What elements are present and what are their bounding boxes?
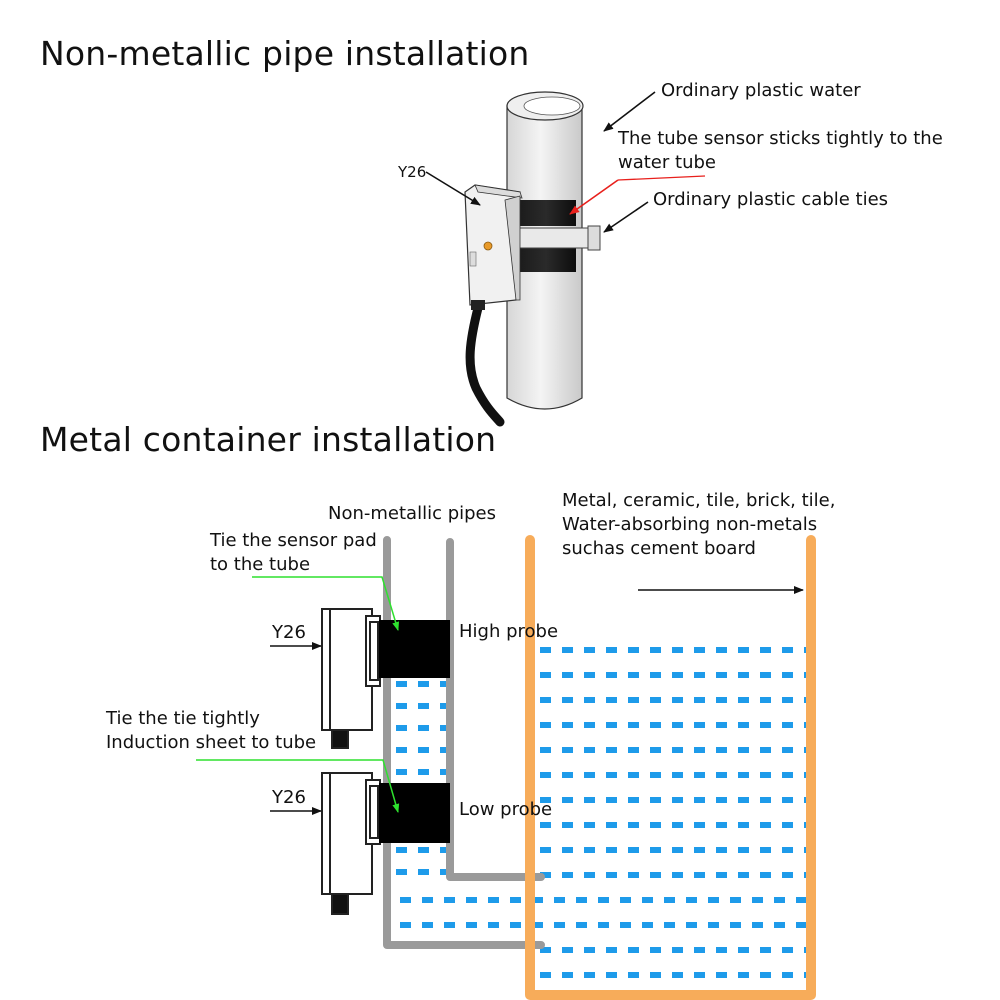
label-container-line3: suchas cement board (562, 538, 756, 559)
pointer-sensor-strip-arrow (569, 179, 619, 215)
indicator-led (483, 241, 493, 251)
label-container-line2: Water-absorbing non-metals (562, 514, 818, 535)
outer-pipe-wall (383, 536, 545, 949)
metal-container (525, 535, 816, 1000)
high-probe (379, 620, 450, 678)
pointer-pipe (603, 91, 656, 132)
label-pipes: Non-metallic pipes (328, 503, 497, 524)
label-container-line1: Metal, ceramic, tile, brick, tile, (562, 490, 836, 511)
sensor-low (321, 772, 381, 915)
label-pad-line1: Tie the sensor pad (210, 530, 377, 551)
pipe-illustration (464, 91, 601, 427)
non-metallic-pipes (383, 536, 545, 949)
water-dashes (396, 647, 808, 978)
label-tie-line2: Induction sheet to tube (106, 732, 317, 753)
sensor-cable (465, 303, 505, 427)
label-high-probe: High probe (459, 621, 559, 642)
pointer-pad (252, 576, 400, 631)
cable-tie (511, 227, 599, 249)
label-pad-line2: to the tube (210, 554, 311, 575)
label-sensor-line2: water tube (618, 152, 716, 173)
label-low-probe: Low probe (459, 799, 553, 820)
label-sensor-low: Y26 (272, 787, 306, 808)
pointer-sensor-model (425, 171, 481, 206)
section-title-container: Metal container installation (40, 420, 497, 459)
label-cable-ties: Ordinary plastic cable ties (653, 189, 889, 210)
label-pipe: Ordinary plastic water (661, 80, 861, 101)
sensor-strip-upper (516, 200, 576, 226)
pointer-sensor-strip (617, 175, 706, 181)
section-title-pipe: Non-metallic pipe installation (40, 34, 530, 73)
pointer-cable-ties (603, 201, 649, 233)
label-sensor-high: Y26 (272, 622, 306, 643)
low-probe (379, 783, 450, 843)
label-tie-line1: Tie the tie tightly (106, 708, 260, 729)
label-sensor-model: Y26 (398, 163, 427, 181)
pointer-tie (196, 759, 400, 813)
label-sensor-line1: The tube sensor sticks tightly to the (618, 128, 943, 149)
sensor-high (321, 608, 381, 749)
